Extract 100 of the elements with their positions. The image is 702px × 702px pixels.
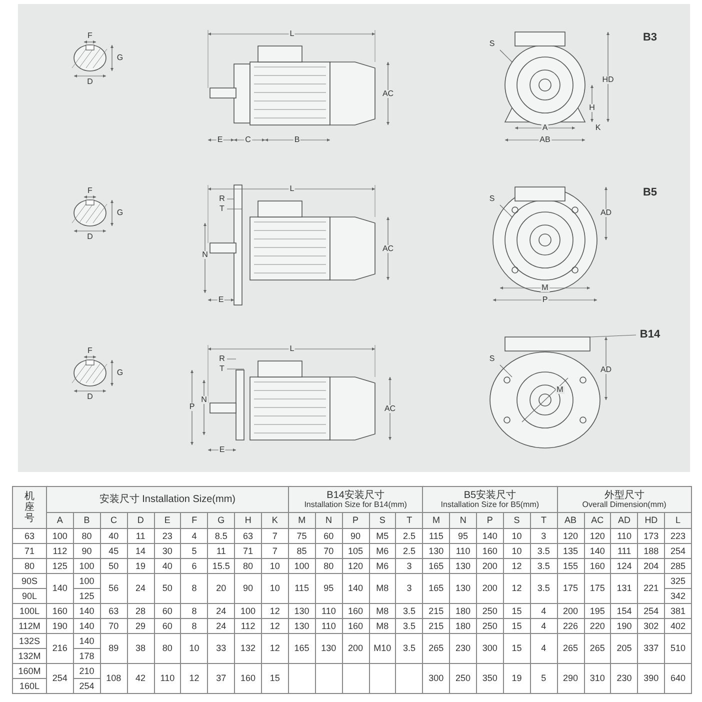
dimension-label: D (86, 393, 94, 401)
table-cell: 90 (74, 544, 101, 559)
dimension-label: K (594, 124, 602, 132)
table-cell: 140 (477, 529, 504, 544)
table-cell: 250 (477, 619, 504, 634)
table-cell: 160 (235, 664, 262, 694)
table-cell: 12 (504, 559, 531, 574)
table-cell: 70 (316, 544, 343, 559)
table-cell: 80 (154, 634, 182, 664)
table-cell: 310 (584, 664, 612, 694)
table-cell: 180 (450, 604, 477, 619)
table-cell: 165 (423, 559, 450, 574)
dimension-label: E (217, 296, 225, 304)
dimension-label: P (188, 403, 196, 411)
table-cell: 90 (235, 574, 262, 604)
table-cell: 23 (154, 529, 182, 544)
dimension-label: G (116, 54, 124, 62)
table-cell: 160 (584, 559, 612, 574)
table-cell: 120 (342, 559, 370, 574)
table-cell: 70 (100, 619, 128, 634)
table-header-cell: F (181, 513, 208, 529)
table-header-cell: H (235, 513, 262, 529)
dimension-label: F (86, 32, 94, 40)
table-header-cell: AD (611, 513, 638, 529)
table-cell: 188 (638, 544, 666, 559)
table-cell: 100 (288, 559, 316, 574)
table-cell: 350 (477, 664, 504, 694)
dimension-label: L (288, 345, 296, 353)
table-cell: 80 (316, 559, 343, 574)
table-cell: 112 (47, 544, 74, 559)
dimension-label: D (86, 233, 94, 241)
table-cell: 140 (74, 634, 101, 649)
table-cell: 190 (611, 619, 638, 634)
table-cell: 110 (316, 619, 343, 634)
dimension-label: T (218, 365, 226, 373)
table-cell: 160 (477, 544, 504, 559)
table-cell: 130 (288, 619, 316, 634)
table-cell: 130 (288, 604, 316, 619)
header-text: 机座号 (24, 491, 34, 524)
table-cell: 15 (262, 664, 289, 694)
table-cell: 12 (262, 604, 289, 619)
table-cell: 300 (423, 664, 450, 694)
table-header-cell: B (74, 513, 101, 529)
table-header-cell: AB (558, 513, 584, 529)
dimension-label: AB (538, 136, 552, 144)
dimension-label: R (218, 195, 226, 203)
table-cell: 223 (665, 529, 692, 544)
table-cell: 12 (262, 634, 289, 664)
dimension-label: AC (381, 90, 395, 98)
table-cell: 210 (74, 664, 101, 679)
table-cell: 50 (154, 574, 182, 604)
dimension-label: M (540, 284, 550, 292)
dimension-label: AC (381, 245, 395, 253)
table-cell: 130 (423, 544, 450, 559)
table-cell: 100 (74, 559, 101, 574)
dimension-label: T (218, 205, 226, 213)
table-cell: M10 (370, 634, 396, 664)
table-header-cell: P (342, 513, 370, 529)
table-cell: 80 (235, 559, 262, 574)
table-cell: 15.5 (208, 559, 236, 574)
table-header-cell: S (504, 513, 531, 529)
table-cell: 71 (13, 544, 47, 559)
table-cell: M5 (370, 529, 396, 544)
table-cell: 110 (154, 664, 182, 694)
table-cell: 3 (396, 559, 424, 574)
header-text: Installation Size for B14(mm) (304, 500, 407, 508)
table-cell: 95 (450, 529, 477, 544)
table-cell: 11 (208, 544, 236, 559)
table-cell: 60 (154, 604, 182, 619)
table-cell: 337 (638, 634, 666, 664)
table-header-cell: L (665, 513, 692, 529)
table-cell: 45 (100, 544, 128, 559)
table-cell: 130 (316, 634, 343, 664)
table-cell: 135 (558, 544, 584, 559)
table-cell: 221 (638, 574, 666, 604)
table-cell: 250 (477, 604, 504, 619)
dimension-label: N (201, 251, 209, 259)
table-cell: 42 (128, 664, 154, 694)
dimension-label: P (541, 296, 549, 304)
table-cell: 85 (288, 544, 316, 559)
table-cell: 56 (100, 574, 128, 604)
table-cell: 105 (342, 544, 370, 559)
table-cell: 265 (558, 634, 584, 664)
table-cell: M8 (370, 619, 396, 634)
table-cell: 100L (13, 604, 47, 619)
table-cell: 110 (450, 544, 477, 559)
table-cell: 200 (477, 559, 504, 574)
dimension-label: G (116, 369, 124, 377)
table-cell: 5 (181, 544, 208, 559)
table-cell: 140 (74, 619, 101, 634)
table-cell: 402 (665, 619, 692, 634)
dimension-label: AC (383, 405, 397, 413)
view-label: B14 (638, 330, 662, 340)
table-cell: 3.5 (530, 544, 558, 559)
table-cell: 120 (558, 529, 584, 544)
table-cell: 230 (450, 634, 477, 664)
table-header-cell: HD (638, 513, 666, 529)
dimension-label: HD (601, 76, 615, 84)
table-cell: 10 (262, 574, 289, 604)
table-cell: 40 (100, 529, 128, 544)
